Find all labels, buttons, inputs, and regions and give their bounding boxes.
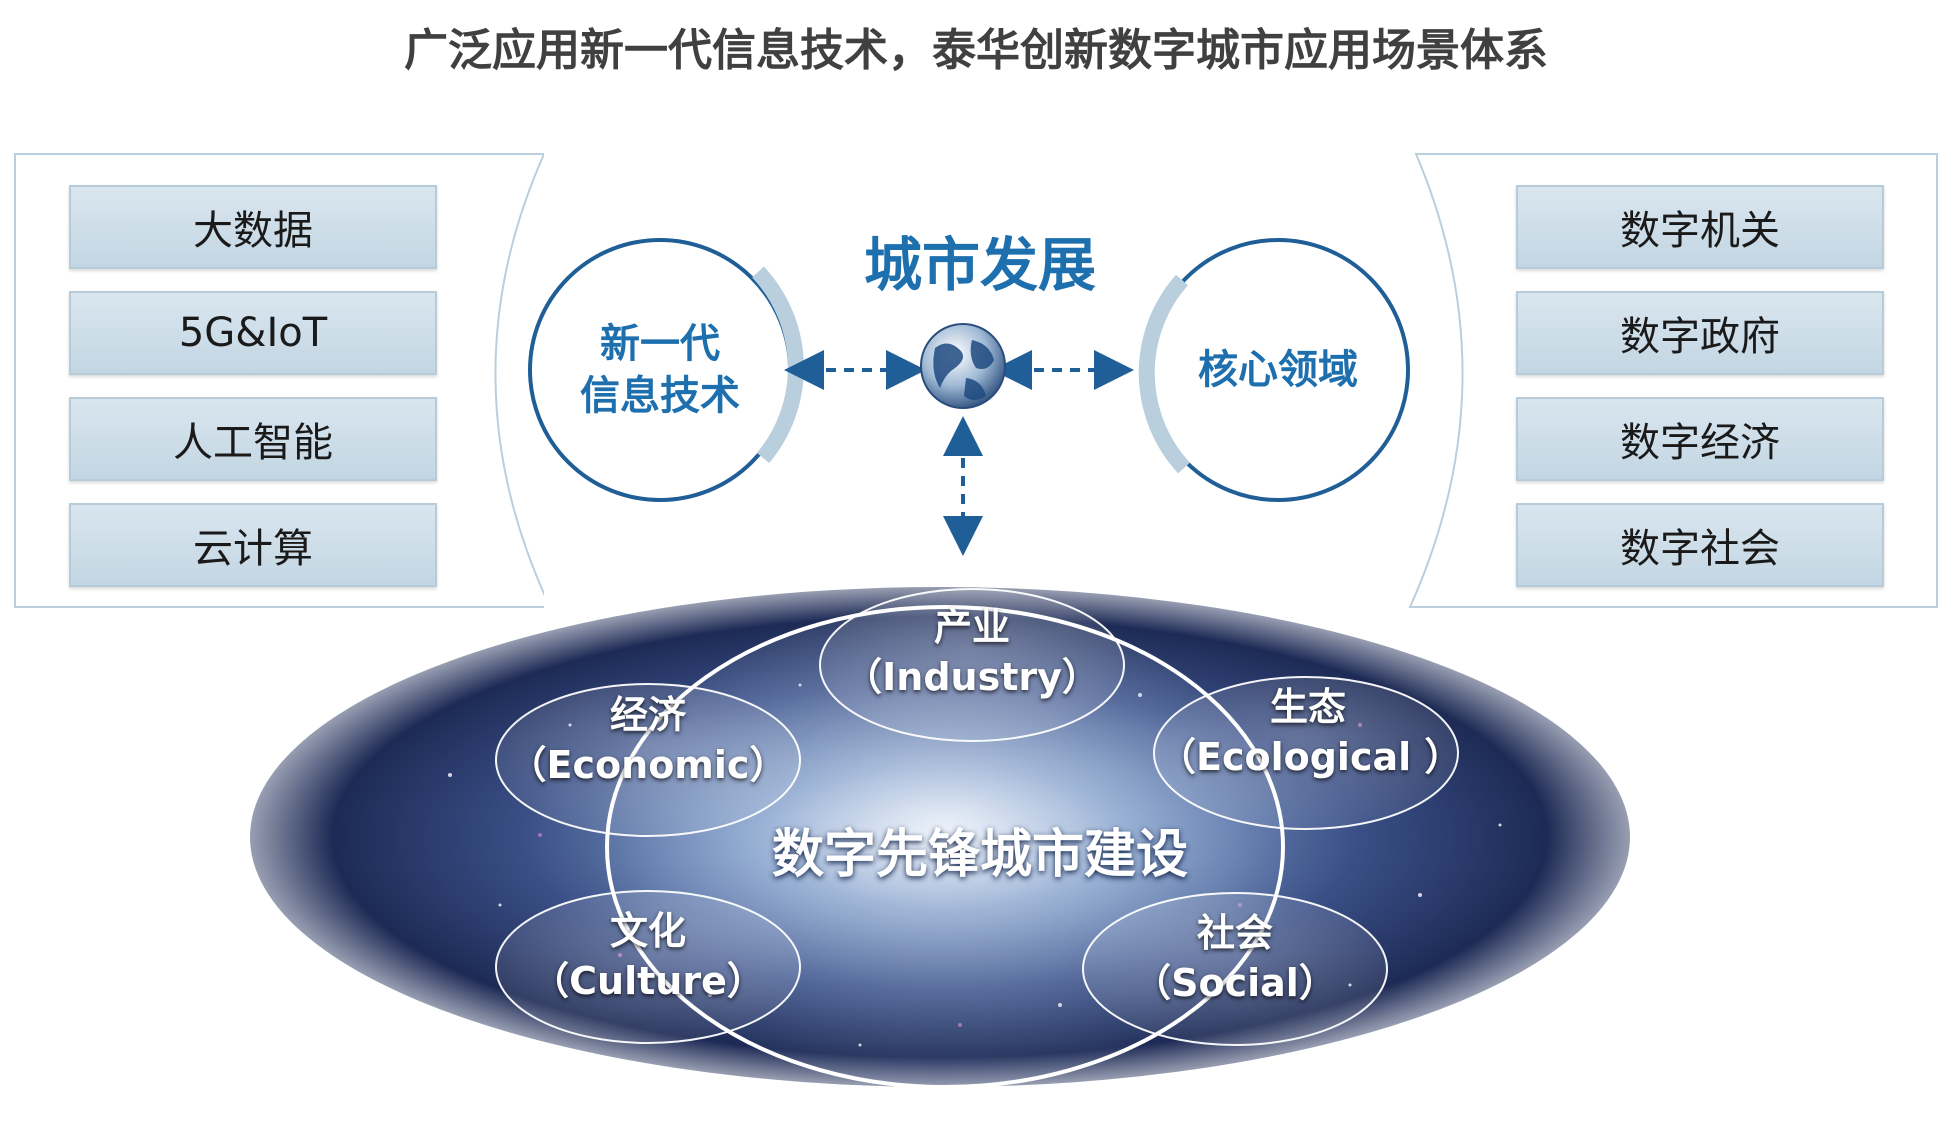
right-item-digital-economy: 数字经济 xyxy=(1516,397,1884,481)
tech-circle-line1: 新一代 xyxy=(600,321,720,367)
left-item-ai: 人工智能 xyxy=(69,397,437,481)
right-panel-outline xyxy=(1408,153,1938,608)
core-domain-circle xyxy=(1138,238,1410,502)
globe-icon xyxy=(920,323,1006,409)
industry-label: 产业 （Industry） xyxy=(822,602,1122,702)
culture-label: 文化 （Culture） xyxy=(498,906,798,1006)
ecological-en: （Ecological ） xyxy=(1158,735,1463,779)
left-panel: 大数据 5G&IoT 人工智能 云计算 xyxy=(14,153,544,608)
core-label: 数字先锋城市建设 xyxy=(771,825,1188,885)
industry-en: （Industry） xyxy=(844,655,1100,699)
core-domain-label: 核心领域 xyxy=(1198,347,1358,393)
economic-cn: 经济 xyxy=(609,693,686,737)
culture-cn: 文化 xyxy=(609,909,686,953)
economic-en: （Economic） xyxy=(508,743,788,787)
left-panel-outline xyxy=(14,153,544,608)
right-panel: 数字机关 数字政府 数字经济 数字社会 xyxy=(1408,153,1938,608)
galaxy-ellipse xyxy=(240,575,1640,1095)
culture-en: （Culture） xyxy=(531,959,765,1003)
tech-circle-line2: 信息技术 xyxy=(580,373,740,419)
center-diagram xyxy=(528,238,1410,556)
social-en: （Social） xyxy=(1133,961,1337,1005)
galaxy-graphic xyxy=(250,587,1630,1089)
page-title: 广泛应用新一代信息技术，泰华创新数字城市应用场景体系 xyxy=(404,25,1548,76)
city-development-heading: 城市发展 xyxy=(863,231,1096,299)
economic-label: 经济 （Economic） xyxy=(498,690,798,790)
tech-circle-label: 新一代 信息技术 xyxy=(560,318,760,422)
left-item-big-data: 大数据 xyxy=(69,185,437,269)
industry-cn: 产业 xyxy=(933,605,1010,649)
right-item-digital-society: 数字社会 xyxy=(1516,503,1884,587)
social-cn: 社会 xyxy=(1196,911,1273,955)
ecological-cn: 生态 xyxy=(1269,685,1346,729)
ecological-label: 生态 （Ecological ） xyxy=(1158,682,1463,782)
right-item-digital-agency: 数字机关 xyxy=(1516,185,1884,269)
left-item-5g-iot: 5G&IoT xyxy=(69,291,437,375)
right-item-digital-government: 数字政府 xyxy=(1516,291,1884,375)
social-label: 社会 （Social） xyxy=(1085,908,1385,1008)
left-item-cloud: 云计算 xyxy=(69,503,437,587)
